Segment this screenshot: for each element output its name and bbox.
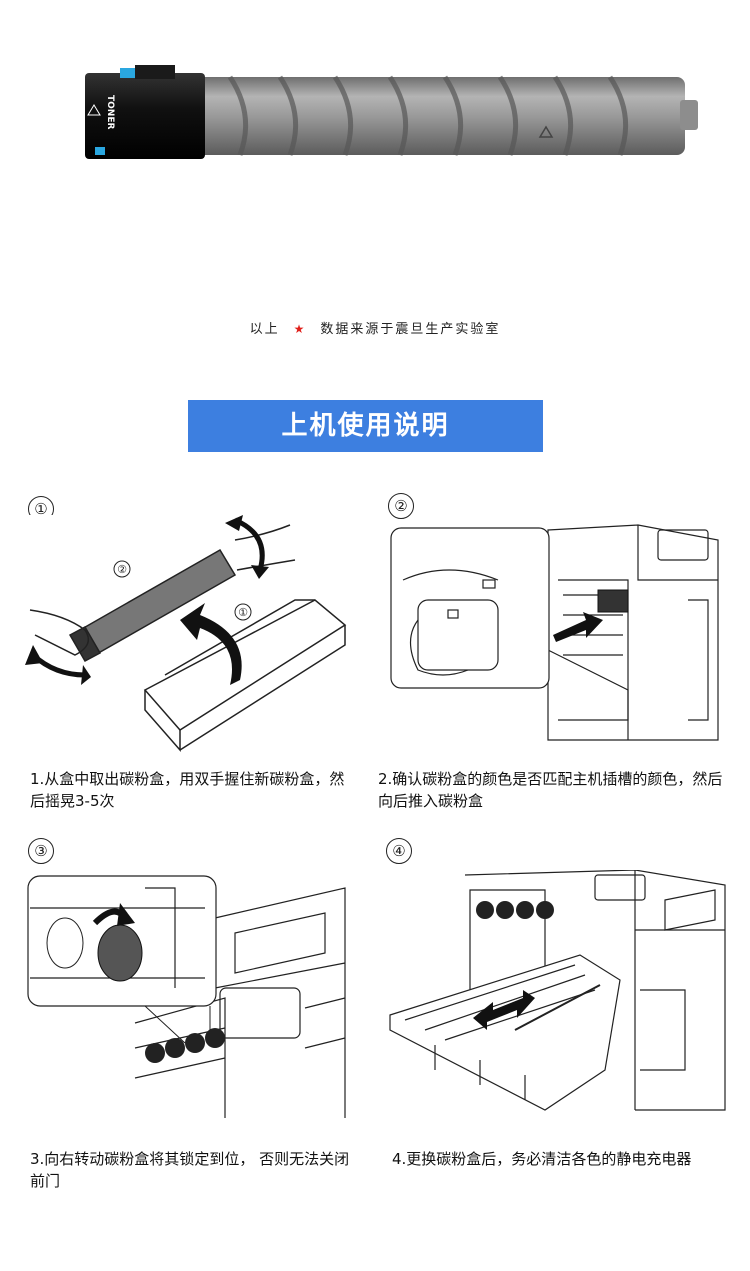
step-3-text: 3.向右转动碳粉盒将其锁定到位， 否则无法关闭前门 <box>30 1150 350 1190</box>
step-4-text: 4.更换碳粉盒后，务必清洁各色的静电充电器 <box>392 1150 692 1168</box>
usage-instructions-banner: 上机使用说明 <box>188 400 543 452</box>
step-3-number: ③ <box>28 838 54 864</box>
step-1-text: 1.从盒中取出碳粉盒，用双手握住新碳粉盒，然后摇晃3-5次 <box>30 770 345 810</box>
star-icon: ★ <box>293 322 307 336</box>
step-2-illustration <box>388 520 730 745</box>
caption-right: 数据来源于震旦生产实验室 <box>320 322 501 337</box>
step-4-illustration <box>385 870 730 1115</box>
step-2-number: ② <box>388 493 414 519</box>
illus-label-1: ① <box>238 606 248 619</box>
toner-label: TONER <box>105 95 115 129</box>
toner-cartridge-image: TONER <box>80 65 700 165</box>
step-4-number: ④ <box>386 838 412 864</box>
illus-label-2: ② <box>117 563 127 576</box>
step-2-text: 2.确认碳粉盒的颜色是否匹配主机插槽的颜色，然后向后推入碳粉盒 <box>378 770 723 810</box>
step-1-illustration: ② ① <box>25 515 355 755</box>
data-source-caption: 以上 ★ 数据来源于震旦生产实验室 <box>0 318 750 337</box>
step-3-illustration <box>25 868 355 1118</box>
caption-left: 以上 <box>249 322 280 337</box>
